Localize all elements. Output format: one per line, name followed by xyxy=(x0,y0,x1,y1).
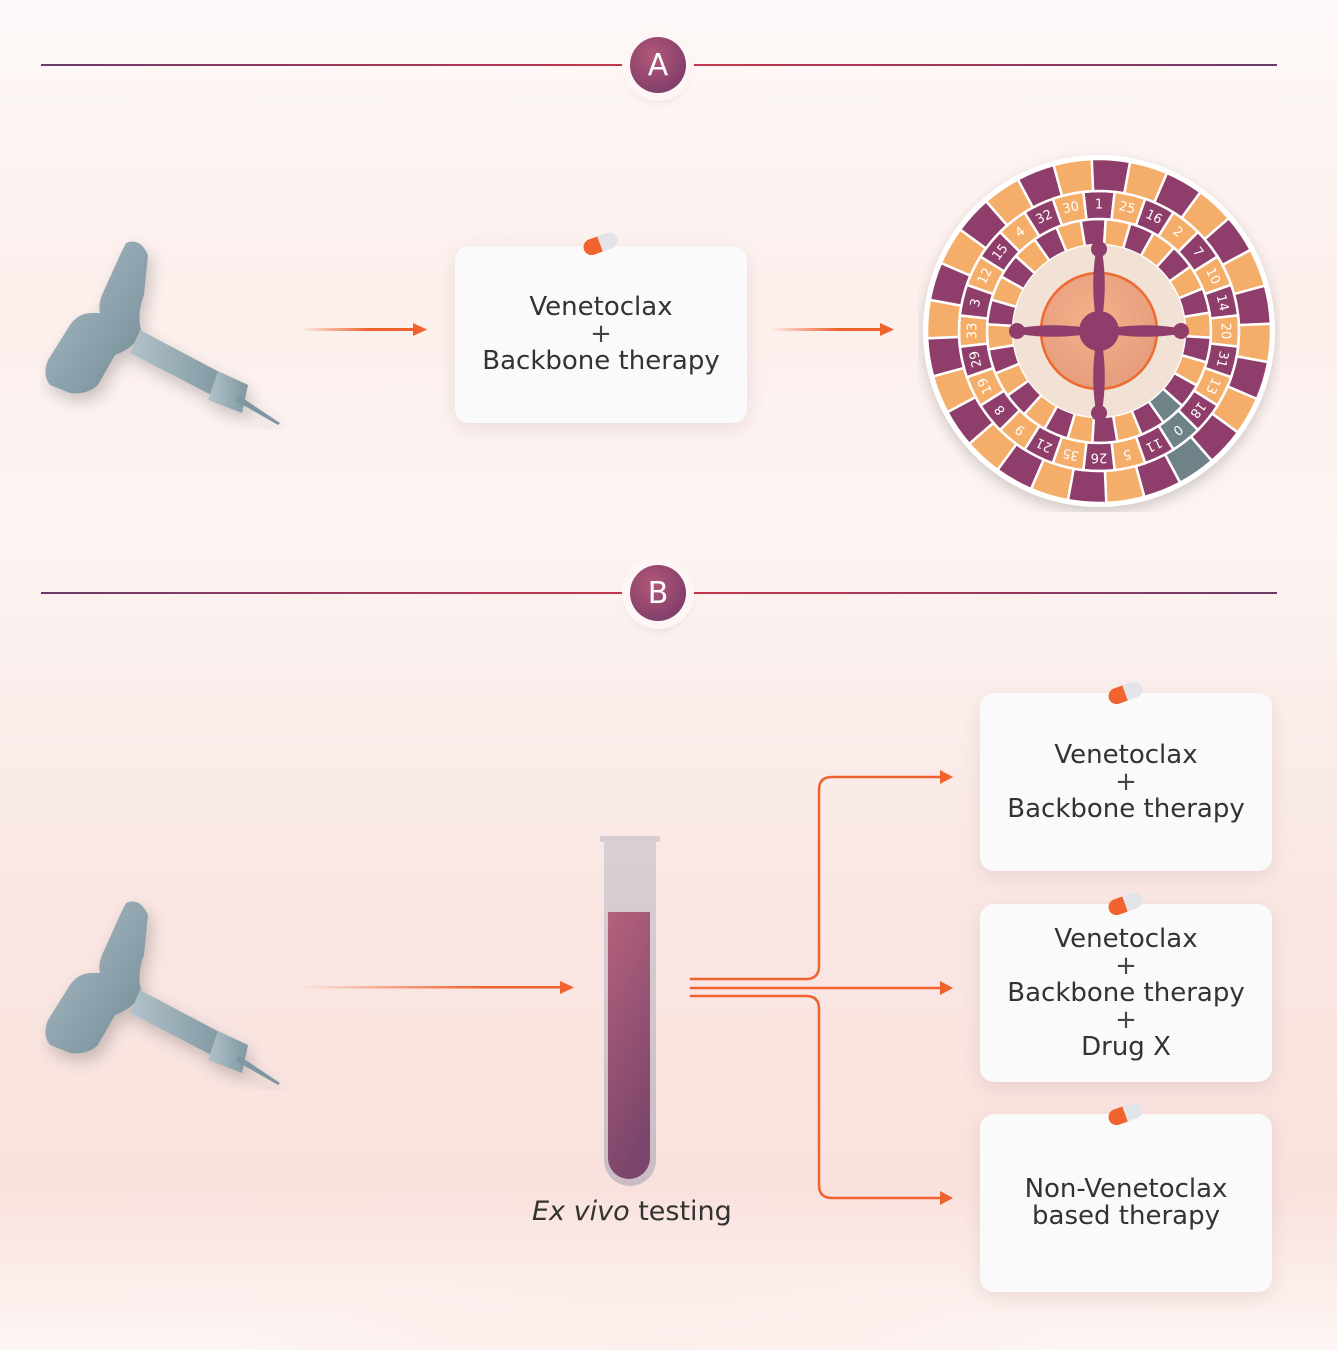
card-line: Venetoclax xyxy=(1054,923,1198,954)
card-plus: + xyxy=(590,319,612,349)
wheel-number-label: 10 xyxy=(1202,266,1223,287)
test-tube-icon xyxy=(600,836,660,1186)
wheel-number-label: 29 xyxy=(967,349,985,368)
card-line: Drug X xyxy=(1081,1031,1171,1062)
arrow-to-card-a xyxy=(300,323,427,336)
wheel-number-label: 3 xyxy=(968,297,984,308)
card-line: Venetoclax xyxy=(1054,739,1198,770)
card-line: Backbone therapy xyxy=(1007,793,1245,824)
wheel-number-label: 19 xyxy=(975,375,996,396)
wheel-number-label: 25 xyxy=(1117,199,1136,217)
therapy-card-non-venetoclax: Non-Venetoclax based therapy xyxy=(980,1114,1272,1292)
ex-vivo-testing-label: Ex vivo testing xyxy=(532,1196,732,1227)
wheel-number-label: 35 xyxy=(1061,445,1080,463)
wheel-number-label: 31 xyxy=(1213,349,1231,368)
wheel-number-label: 1 xyxy=(1095,198,1103,213)
pill-icon xyxy=(1108,893,1143,915)
therapy-card-venetoclax-backbone-b: Venetoclax + Backbone therapy xyxy=(980,693,1272,871)
bone-marrow-needle-icon-b xyxy=(45,901,280,1085)
arrow-to-roulette xyxy=(770,323,894,336)
tube-sample-fill xyxy=(608,912,650,1179)
section-a-badge: A xyxy=(630,37,686,93)
card-line: Backbone therapy xyxy=(482,346,720,376)
card-line: Venetoclax xyxy=(529,292,673,322)
card-plus: + xyxy=(1115,950,1137,981)
card-plus: + xyxy=(1115,1004,1137,1035)
wheel-number-label: 33 xyxy=(966,323,981,340)
section-b-badge: B xyxy=(630,565,686,621)
pill-icon xyxy=(1108,1103,1143,1125)
wheel-number-label: 16 xyxy=(1143,207,1164,228)
therapy-card-venetoclax-backbone-a: Venetoclax + Backbone therapy xyxy=(455,246,747,423)
wheel-number-label: 26 xyxy=(1091,450,1108,465)
card-line: Backbone therapy xyxy=(1007,977,1245,1008)
wheel-number-label: 12 xyxy=(975,266,996,287)
card-plus: + xyxy=(1115,766,1137,797)
wheel-segment-ring-2 xyxy=(1052,157,1095,198)
bone-marrow-needle-icon-a xyxy=(45,241,280,425)
wheel-number-label: 30 xyxy=(1061,199,1080,217)
arrow-branch-top xyxy=(690,775,942,981)
wheel-number-label: 20 xyxy=(1218,323,1233,340)
therapy-card-venetoclax-backbone-drugx: Venetoclax + Backbone therapy + Drug X xyxy=(980,904,1272,1082)
pill-icon xyxy=(583,233,618,255)
wheel-number-label: 32 xyxy=(1034,207,1055,228)
wheel-number-label: 5 xyxy=(1121,446,1132,462)
arrow-to-tube xyxy=(300,981,574,994)
card-line: based therapy xyxy=(1032,1201,1220,1231)
wheel-number-label: 14 xyxy=(1213,293,1231,312)
card-line: Non-Venetoclax xyxy=(1024,1174,1228,1204)
pill-icon xyxy=(1108,682,1143,704)
wheel-number-label: 13 xyxy=(1202,375,1223,396)
wheel-spinner xyxy=(1009,241,1189,421)
arrow-branch-bottom xyxy=(690,994,942,1200)
wheel-number-label: 11 xyxy=(1143,434,1164,455)
wheel-number-label: 21 xyxy=(1034,434,1055,455)
branching-arrows xyxy=(690,770,953,1205)
